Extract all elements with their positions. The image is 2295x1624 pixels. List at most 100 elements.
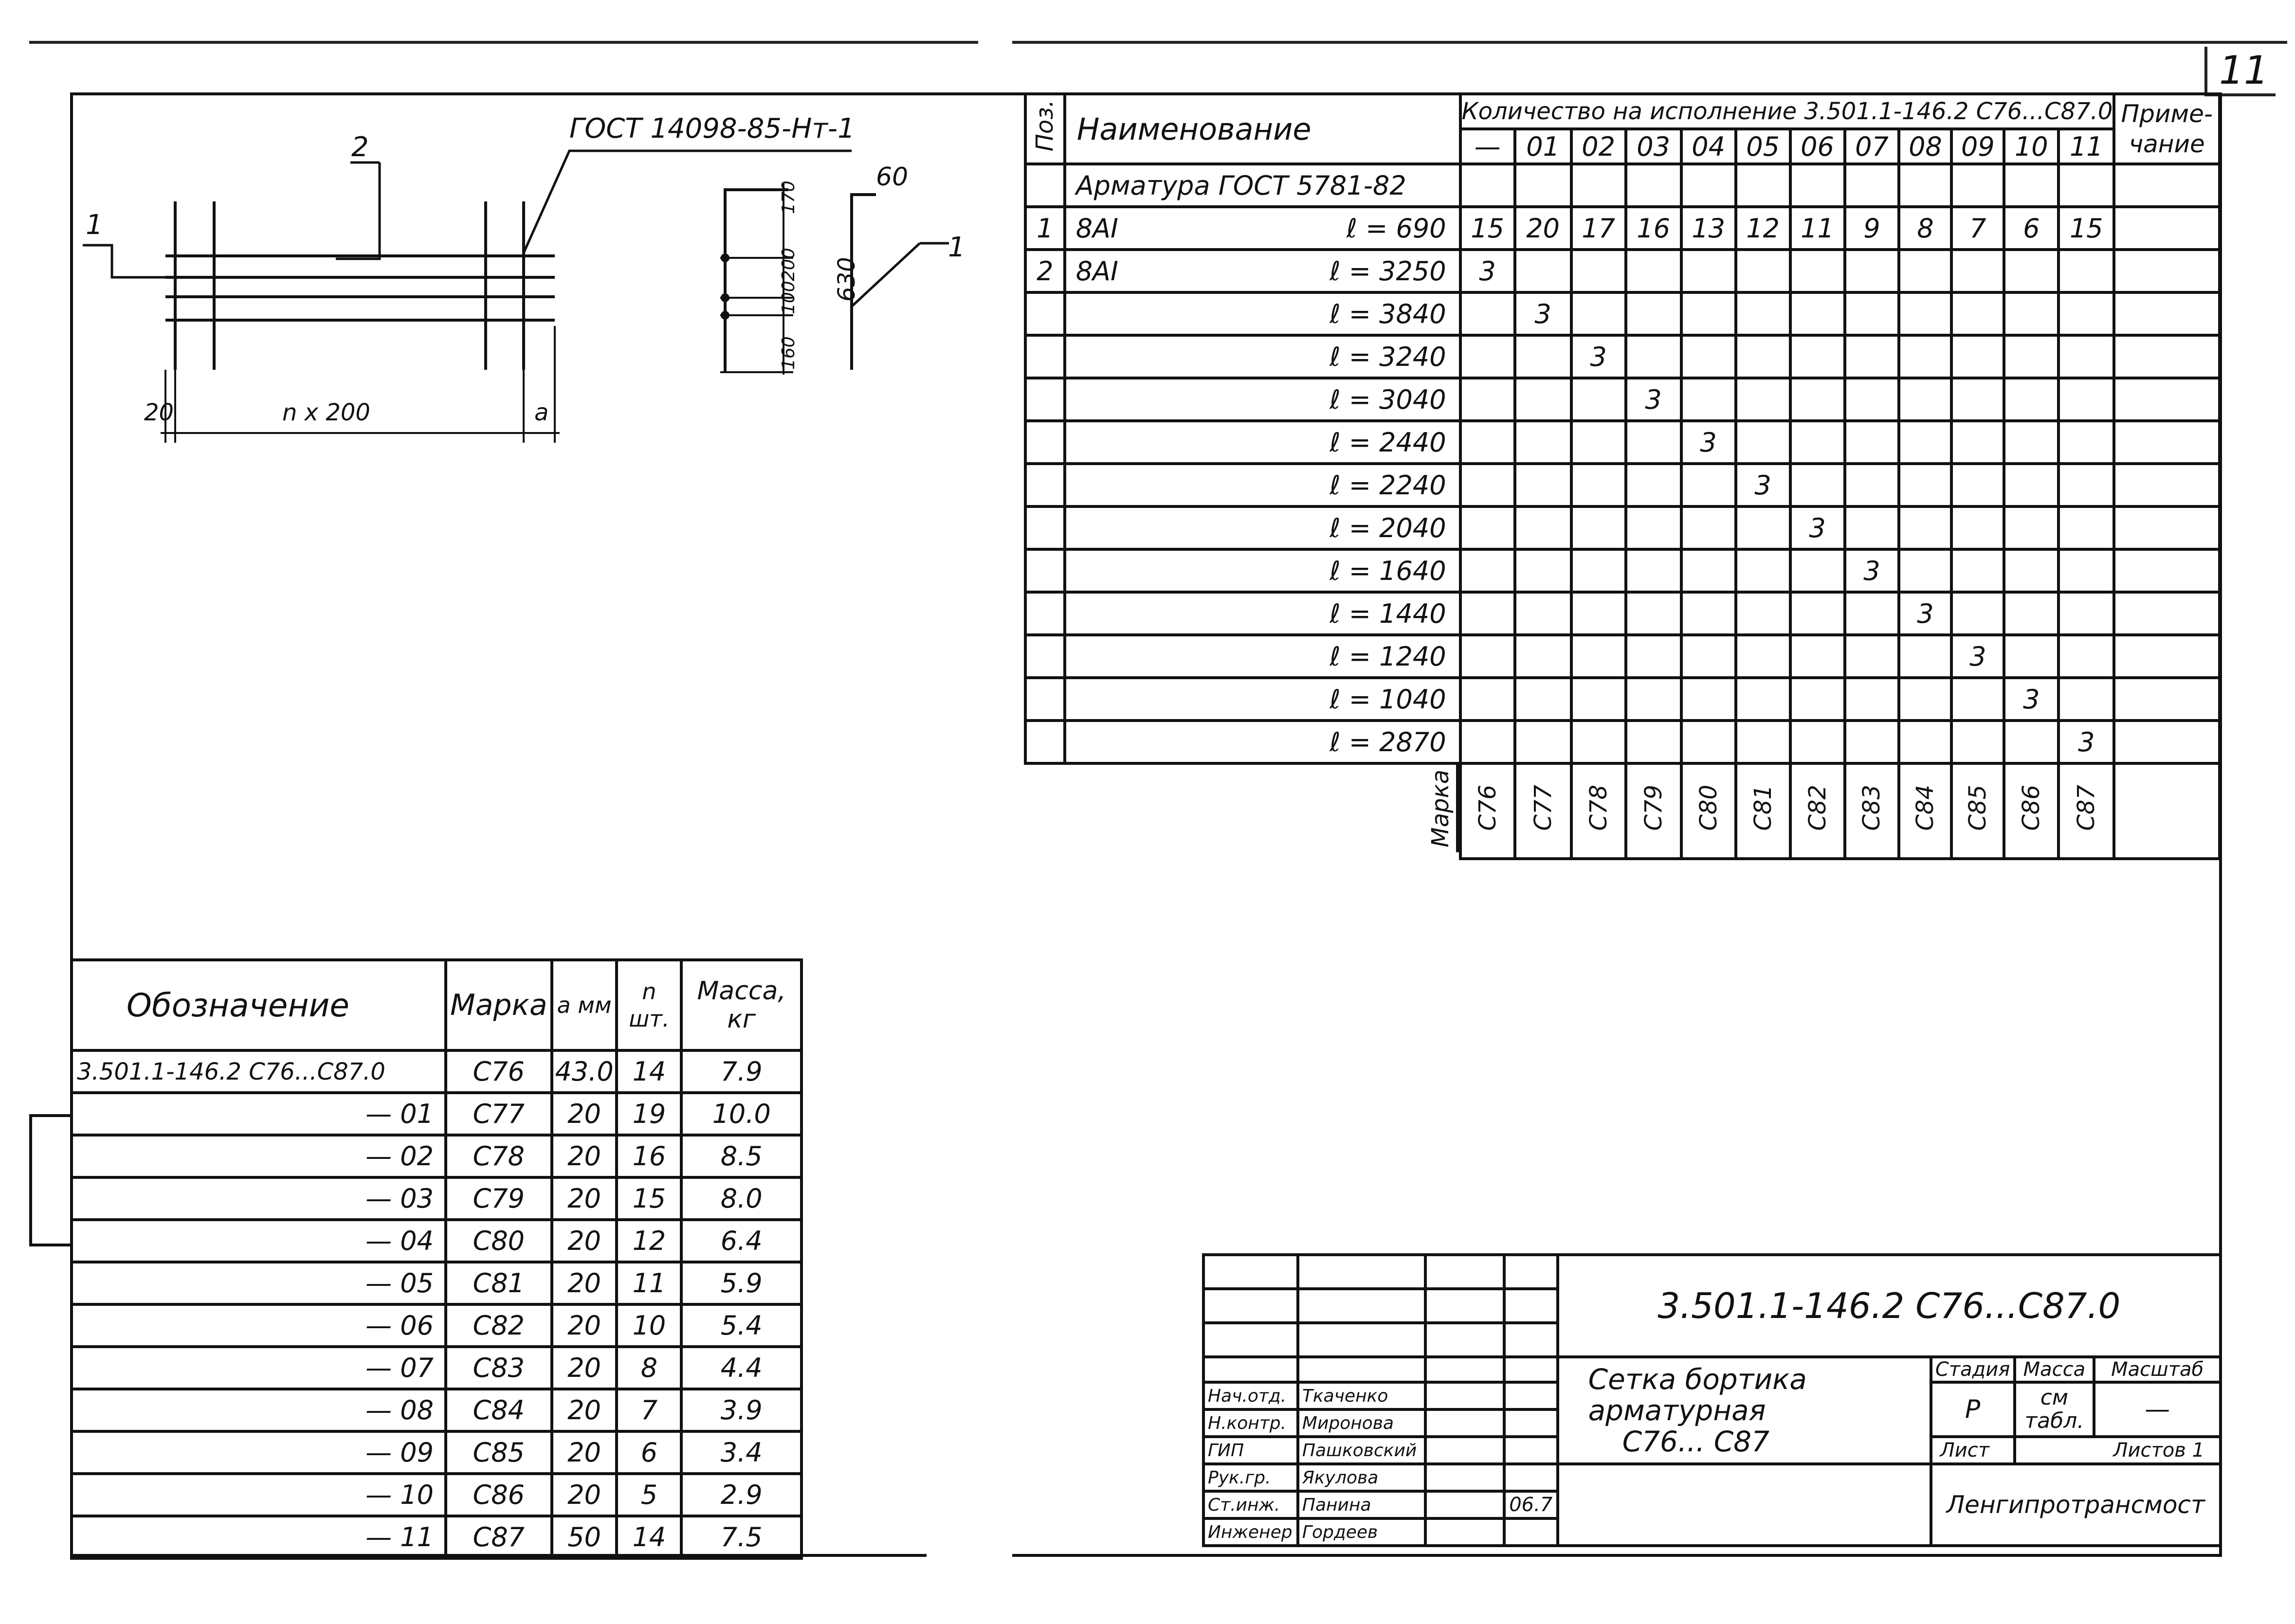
qty-cell	[1569, 419, 1627, 465]
col-header: 06	[1788, 127, 1846, 165]
name-cell	[1063, 676, 1196, 722]
designation-cell: — 02	[70, 1134, 447, 1179]
dimension-span: n x 200	[282, 399, 370, 426]
col-header: 01	[1513, 127, 1573, 165]
mark-cell: С83	[444, 1345, 553, 1390]
signature-role: Нач.отд.	[1202, 1381, 1299, 1411]
qty-cell	[1788, 334, 1846, 379]
mark-cell: С87	[2057, 762, 2116, 860]
qty-cell	[1788, 462, 1846, 508]
signature-mark	[1423, 1517, 1506, 1547]
length-cell: ℓ = 1040	[1196, 676, 1462, 722]
note-cell	[2113, 548, 2221, 594]
mark-cell: С81	[1734, 762, 1792, 860]
qty-cell	[1897, 462, 1953, 508]
qty-cell	[1843, 719, 1901, 765]
qty-cell: 11	[1788, 205, 1846, 251]
n-cell: 8	[615, 1345, 683, 1390]
qty-cell: 8	[1897, 205, 1953, 251]
qty-cell	[2057, 548, 2116, 594]
mass-cell: 6.4	[680, 1218, 803, 1263]
qty-cell	[1624, 248, 1683, 294]
name-cell	[1063, 419, 1196, 465]
length-cell: ℓ = 2240	[1196, 462, 1462, 508]
qty-cell	[1679, 719, 1737, 765]
pos-cell: 2	[1024, 248, 1066, 294]
designation-cell: — 03	[70, 1176, 447, 1221]
col-header: 03	[1624, 127, 1683, 165]
qty-cell	[2003, 633, 2060, 679]
qty-cell	[1569, 633, 1627, 679]
qty-cell	[2003, 248, 2060, 294]
position-label-2: 2	[351, 131, 369, 163]
mass-cell: 7.9	[680, 1049, 803, 1094]
qty-cell	[1897, 291, 1953, 337]
qty-cell	[1458, 505, 1516, 551]
qty-cell	[1513, 633, 1573, 679]
qty-cell: 3	[1679, 419, 1737, 465]
qty-cell	[2057, 377, 2116, 422]
signature-name: Ткаченко	[1296, 1381, 1427, 1411]
qty-cell	[1897, 377, 1953, 422]
mark-cell: С86	[2003, 762, 2060, 860]
qty-cell	[1843, 676, 1901, 722]
signature-name: Панина	[1296, 1490, 1427, 1520]
col-header: 10	[2003, 127, 2060, 165]
qty-cell	[1513, 505, 1573, 551]
mark-cell: С76	[444, 1049, 553, 1094]
col-header: 02	[1569, 127, 1627, 165]
n-cell: 16	[615, 1134, 683, 1179]
mark-cell: С79	[1624, 762, 1683, 860]
mesh-drawing	[83, 149, 949, 443]
mass-value: см табл.	[2013, 1381, 2096, 1438]
mass-header: Масса, кг	[680, 958, 803, 1052]
qty-cell	[1679, 591, 1737, 636]
signature-role: Рук.гр.	[1202, 1462, 1299, 1493]
organization: Ленгипротрансмост	[1929, 1462, 2222, 1547]
qty-cell	[1950, 334, 2006, 379]
title-block: 3.501.1-146.2 С76...С87.0 Сетка бортика …	[1202, 1253, 2222, 1547]
length-cell: ℓ = 1240	[1196, 633, 1462, 679]
n-cell: 7	[615, 1388, 683, 1433]
designation-cell: — 07	[70, 1345, 447, 1390]
qty-cell	[1950, 548, 2006, 594]
col-header: 07	[1843, 127, 1901, 165]
sheet-number: 11	[2219, 48, 2269, 93]
col-header: 04	[1679, 127, 1737, 165]
qty-cell	[2057, 248, 2116, 294]
designation-cell: 3.501.1-146.2 С76...С87.0	[70, 1049, 447, 1094]
qty-cell	[1734, 334, 1792, 379]
binding-margin-mark	[29, 1114, 32, 1245]
qty-cell	[1513, 248, 1573, 294]
mark-cell: С87	[444, 1515, 553, 1560]
qty-cell	[2003, 334, 2060, 379]
qty-cell: 7	[1950, 205, 2006, 251]
qty-cell	[1624, 633, 1683, 679]
qty-cell	[1569, 462, 1627, 508]
qty-cell	[1458, 419, 1516, 465]
mark-cell: С83	[1843, 762, 1901, 860]
qty-cell	[1624, 291, 1683, 337]
mass-cell: 4.4	[680, 1345, 803, 1390]
mark-note-cell	[2113, 762, 2221, 860]
signature-name: Якулова	[1296, 1462, 1427, 1493]
qty-cell	[1569, 291, 1627, 337]
qty-cell	[1513, 377, 1573, 422]
pos-cell	[1024, 633, 1066, 679]
n-cell: 10	[615, 1303, 683, 1348]
col-header: 11	[2057, 127, 2116, 165]
section-position-label: 1	[948, 232, 965, 263]
qty-cell	[1788, 591, 1846, 636]
qty-cell	[1679, 334, 1737, 379]
n-cell: 5	[615, 1472, 683, 1517]
qty-cell	[1569, 719, 1627, 765]
length-cell: ℓ = 2040	[1196, 505, 1462, 551]
mark-cell: С78	[444, 1134, 553, 1179]
qty-cell	[1734, 291, 1792, 337]
